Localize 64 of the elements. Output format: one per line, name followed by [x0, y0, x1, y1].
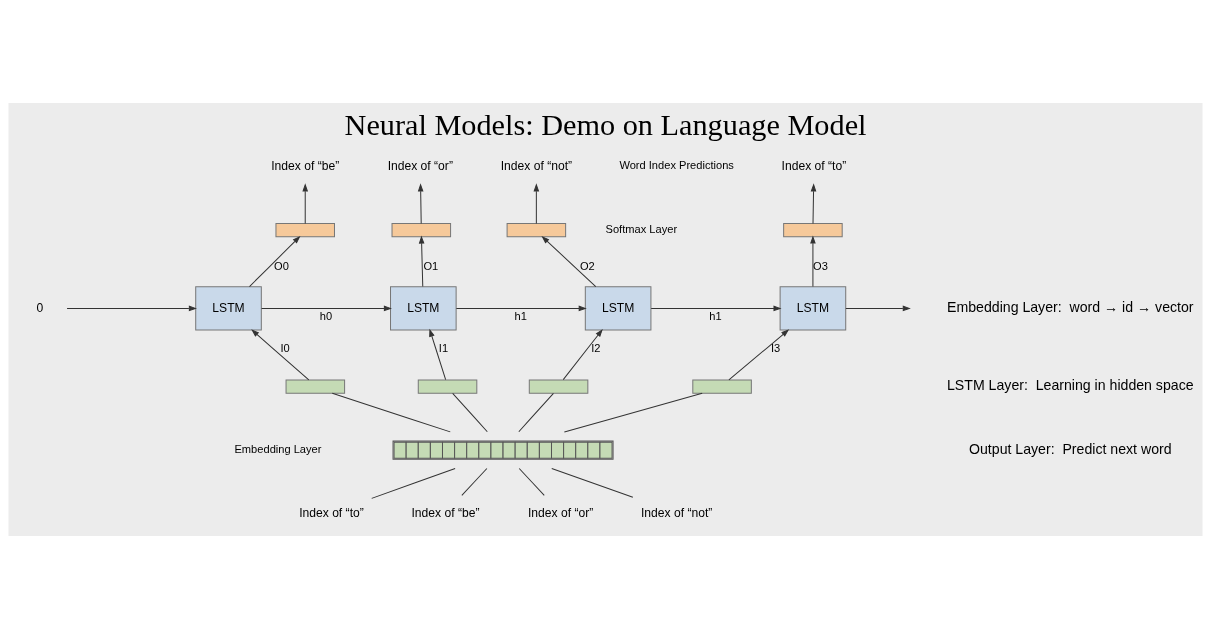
- edge-label: I0: [280, 342, 290, 355]
- node-text: Index of “to”: [299, 505, 364, 520]
- arrow: [810, 235, 816, 288]
- edge-label: O1: [423, 260, 439, 273]
- label: Embedding Layer: word → id → vector: [947, 299, 1194, 316]
- arrow: [562, 328, 603, 381]
- connector: [551, 468, 634, 498]
- connector: [331, 392, 451, 433]
- edge-label: I3: [770, 342, 781, 355]
- connector: [518, 468, 545, 496]
- label: LSTM Layer: Learning in hidden space: [947, 377, 1194, 394]
- label: Output Layer: Predict next word: [969, 440, 1172, 457]
- label: Word Index Predictions: [619, 159, 734, 172]
- diagram-title: Neural Models: Demo on Language Model: [344, 108, 867, 143]
- node-box: [275, 223, 335, 238]
- edge-label: O2: [579, 260, 595, 273]
- arrow: [66, 305, 197, 312]
- connector: [461, 468, 488, 496]
- connector: [452, 392, 488, 433]
- node-box: [692, 379, 752, 394]
- edge-label: h0: [319, 310, 333, 323]
- edge-label: O0: [274, 260, 289, 273]
- node-box: LSTM: [779, 286, 847, 331]
- arrow: [261, 305, 392, 312]
- arrow: [418, 235, 425, 288]
- arrow: [728, 329, 790, 381]
- arrow: [650, 305, 782, 312]
- node-box: LSTM: [195, 286, 262, 331]
- node-box: [285, 379, 346, 394]
- connector: [371, 467, 456, 499]
- arrow: [248, 235, 301, 288]
- node-text: Index of “or”: [387, 158, 453, 173]
- arrow: [455, 305, 587, 312]
- node-box: LSTM: [584, 286, 652, 331]
- arrow: [845, 305, 911, 312]
- arrow: [810, 183, 817, 224]
- node-box: LSTM: [390, 286, 457, 331]
- node-text: Index of “be”: [411, 505, 480, 520]
- connector: [563, 392, 703, 433]
- node-box: [391, 223, 452, 238]
- node-box: [417, 379, 478, 394]
- arrow: [533, 183, 540, 224]
- arrow: [429, 328, 447, 381]
- node-text: Index of “to”: [781, 158, 847, 173]
- arrow: [302, 183, 309, 224]
- node-text: Index of “not”: [500, 158, 573, 173]
- edge-label: O3: [813, 260, 828, 273]
- node-text: Index of “be”: [271, 158, 340, 173]
- connector: [518, 392, 554, 433]
- node-box: [528, 379, 589, 394]
- node-box: [783, 223, 843, 238]
- node-box: [506, 223, 567, 238]
- node-text: Index of “or”: [527, 505, 594, 520]
- label: Softmax Layer: [605, 223, 678, 235]
- arrow: [251, 329, 310, 381]
- edge-label: h1: [514, 310, 527, 323]
- edge-label: I2: [591, 342, 601, 355]
- arrow: [417, 183, 424, 224]
- label: Embedding Layer: [234, 443, 322, 456]
- edge-label: I1: [438, 342, 449, 355]
- node-text: Index of “not”: [640, 505, 713, 520]
- arrow: [541, 235, 597, 288]
- edge-label: h1: [709, 310, 722, 323]
- node-text: 0: [36, 300, 44, 315]
